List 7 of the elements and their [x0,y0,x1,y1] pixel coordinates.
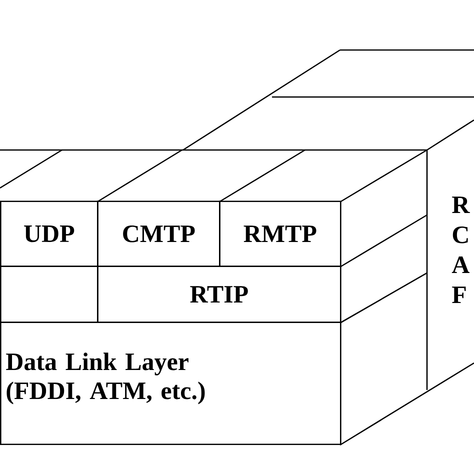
protocol-box: CMTP [97,200,220,267]
layer-box: Data Link Layer (FDDI, ATM, etc.) [0,322,342,445]
side-label: R C A F [452,196,470,304]
empty-box [0,266,98,323]
protocol-box: RMTP [219,200,342,267]
protocol-box: RTIP [97,266,342,323]
protocol-box: UDP [0,200,98,267]
